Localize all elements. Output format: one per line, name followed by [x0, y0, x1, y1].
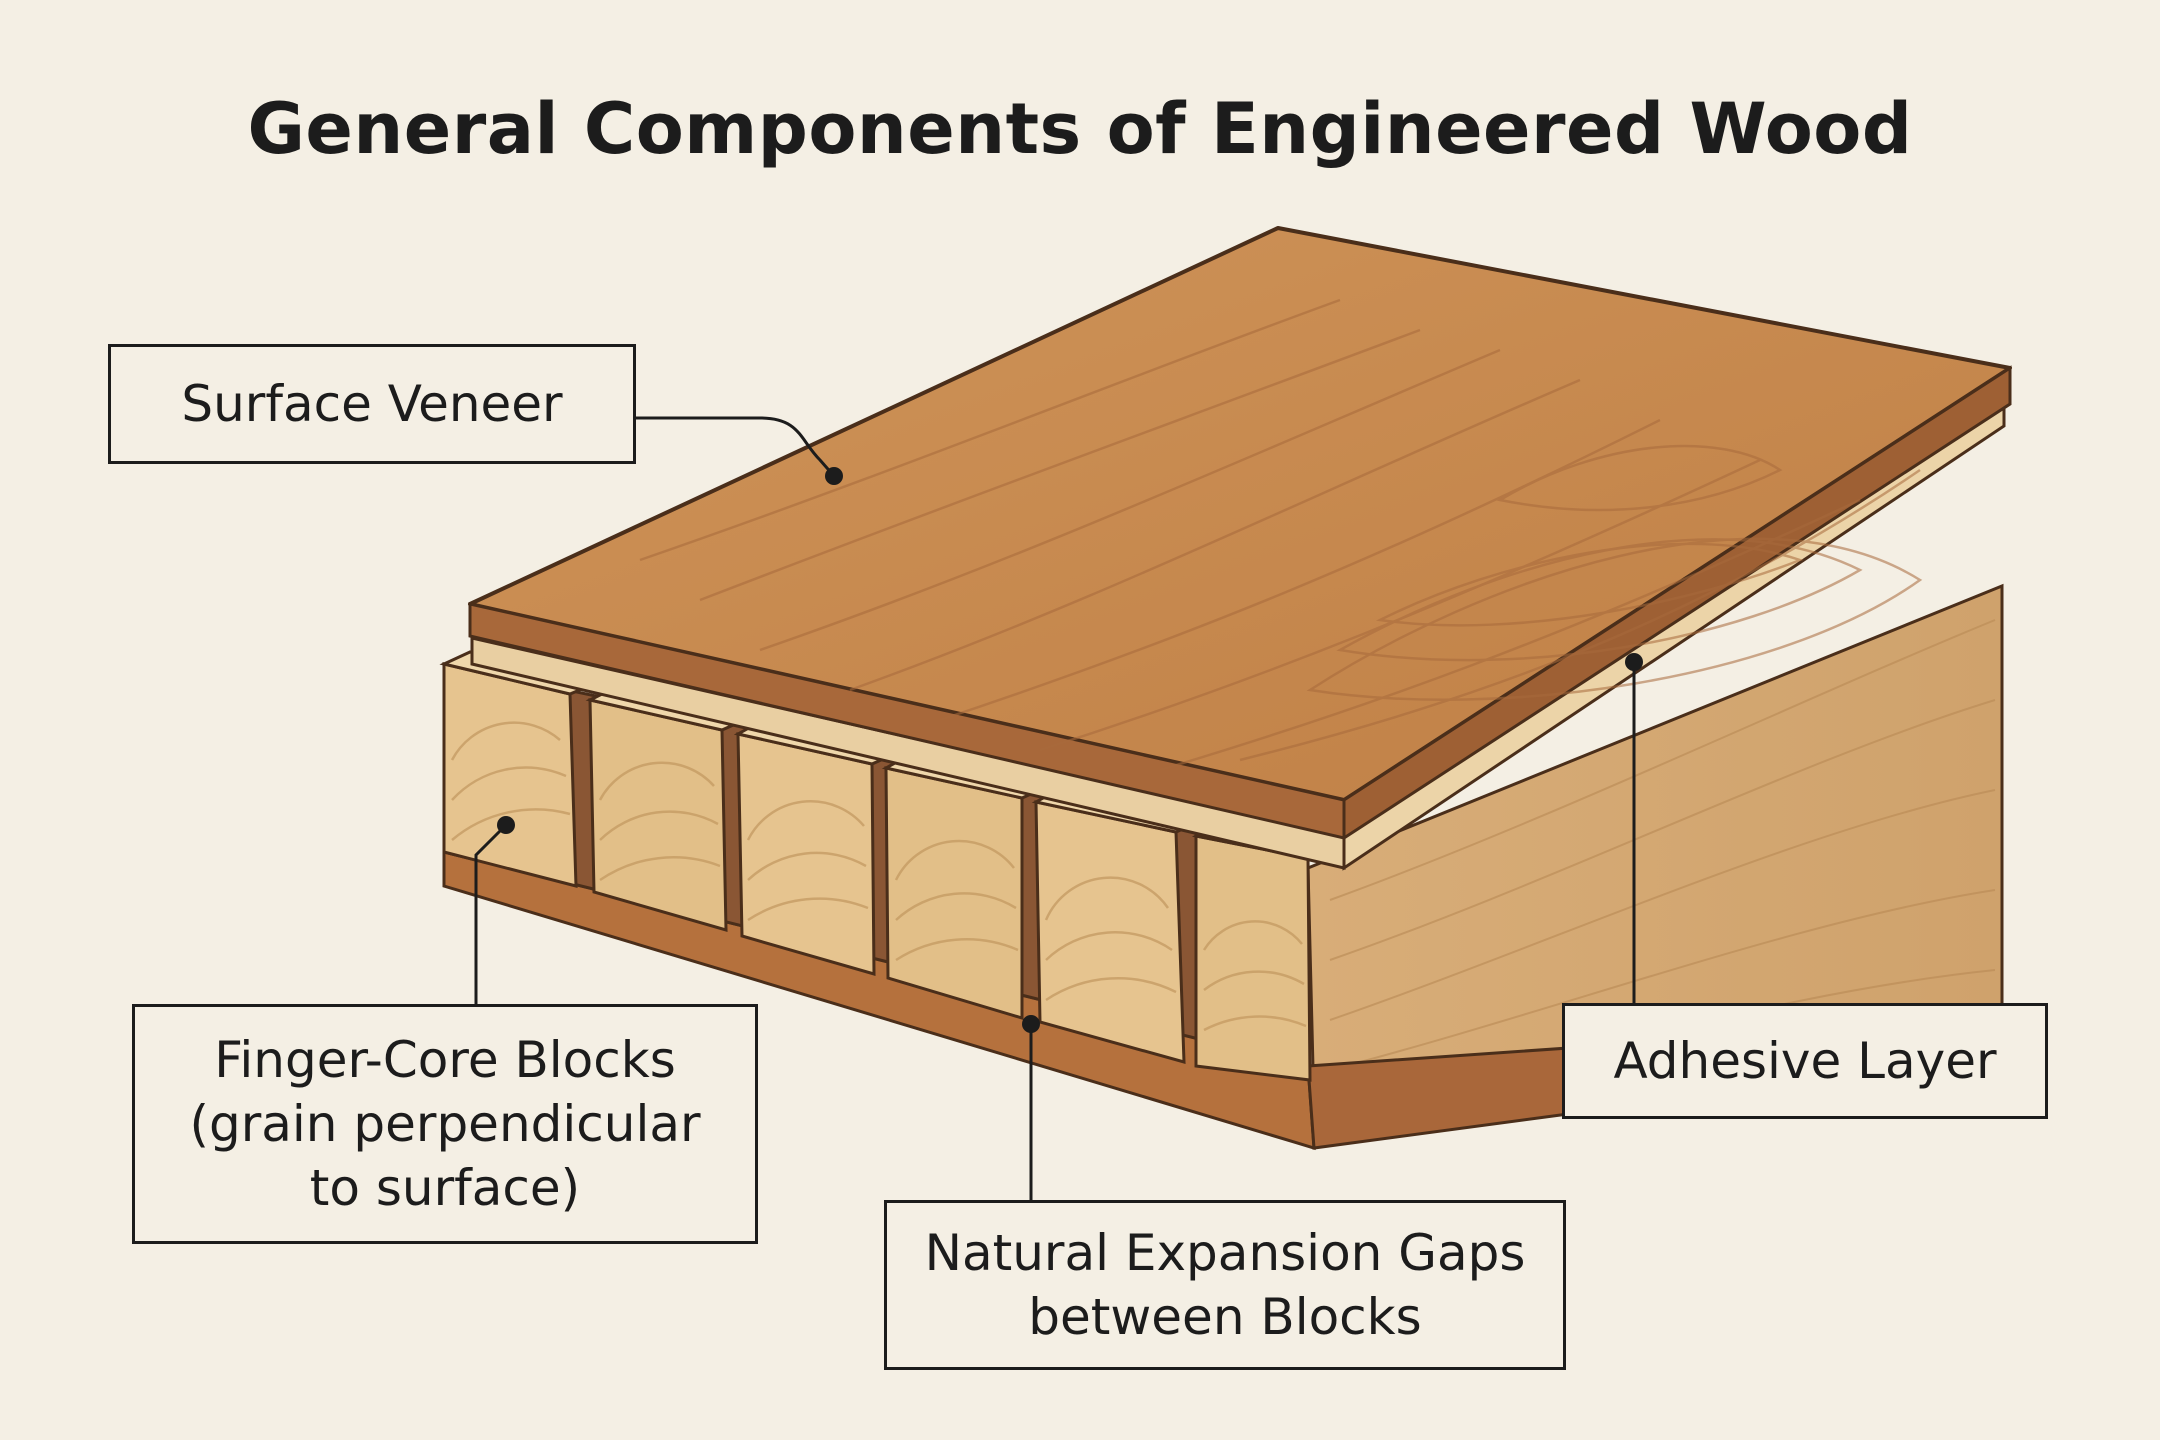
dot-surface-veneer	[825, 467, 843, 485]
veneer-grain	[639, 298, 1923, 772]
core-block-2	[588, 698, 728, 933]
label-expansion-gaps: Natural Expansion Gaps between Blocks	[884, 1200, 1566, 1370]
label-finger-core-blocks: Finger-Core Blocks (grain perpendicular …	[132, 1004, 758, 1244]
dot-expansion-gaps	[1022, 1015, 1040, 1033]
end-grain-arcs	[450, 721, 1307, 1032]
label-surface-veneer: Surface Veneer	[108, 344, 636, 464]
leader-lines	[474, 416, 1636, 1200]
leader-dots	[497, 467, 1643, 1033]
dot-finger-core	[497, 816, 515, 834]
label-adhesive-layer: Adhesive Layer	[1562, 1003, 2048, 1119]
dot-adhesive	[1625, 653, 1643, 671]
leader-finger-core	[474, 823, 508, 1004]
diagram-title: General Components of Engineered Wood	[247, 88, 1913, 170]
leader-surface-veneer	[636, 416, 836, 477]
veneer-side-edge	[1342, 365, 2012, 841]
core-block-1	[442, 662, 578, 888]
core-block-6	[1194, 834, 1312, 1082]
